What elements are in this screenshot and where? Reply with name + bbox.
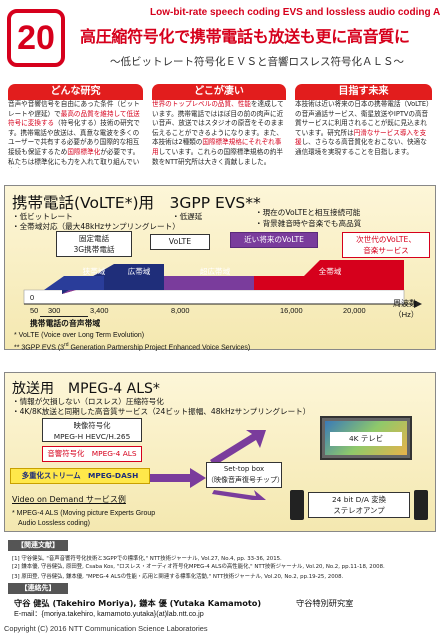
mpeg-bullet: ・4K/8K放送と同期した高音質サービス（24ビット振幅、48kHzサンプリング… xyxy=(12,407,311,416)
evs-bullet: ・低遅延 xyxy=(172,212,203,221)
arrow-down-right-icon xyxy=(212,490,266,500)
voice-range-label: 携帯電話の音声帯域 xyxy=(30,319,101,328)
fixed-phone-box: 固定電話 3G携帯電話 xyxy=(56,231,132,257)
speaker-right-icon xyxy=(414,490,428,520)
mpeg-footnote: * MPEG-4 ALS (Moving picture Experts Gro… xyxy=(12,510,156,517)
superwide-band-label: 超広帯域 xyxy=(199,267,231,276)
evs-bullet: ・背景雑音時や音楽でも高品質 xyxy=(255,219,362,228)
number-badge: 20 xyxy=(7,9,65,67)
mpeg-bullet: ・情報が欠損しない（ロスレス）圧縮符号化 xyxy=(12,397,164,406)
evs-bullet: ・現在のVoLTEと相互接続可能 xyxy=(255,208,361,217)
tick-label: 20,000 xyxy=(343,306,366,315)
tick-label: 3,400 xyxy=(90,306,109,315)
tab-strength: どこが凄い xyxy=(152,84,286,100)
axis-label: 周波数 xyxy=(393,299,417,308)
frequency-band-diagram xyxy=(23,260,422,308)
subtitle: ～低ビットレート符号化ＥＶＳと音響ロスレス符号化ＡＬＳ～ xyxy=(110,56,404,68)
tab-what-research: どんな研究 xyxy=(8,84,143,100)
copyright: Copyright (C) 2016 NTT Communication Sci… xyxy=(4,624,208,633)
voice-range-bracket xyxy=(40,316,88,317)
evs-footnote: * VoLTE (Voice over Long Term Evolution) xyxy=(14,332,145,339)
evs-title: 携帯電話(VoLTE*)用 3GPP EVS** xyxy=(12,194,261,212)
audio-coding-box: 音響符号化 MPEG-4 ALS xyxy=(42,446,142,462)
next-gen-volte-box: 次世代のVoLTE、 音楽サービス xyxy=(342,232,430,258)
full-band-label: 全帯域 xyxy=(318,267,342,276)
wide-band-label: 広帯域 xyxy=(127,267,151,276)
arrow-up-right-icon xyxy=(210,430,266,466)
mux-stream-box: 多重化ストリーム MPEG-DASH xyxy=(10,468,150,484)
tick-label: 0 xyxy=(30,293,35,302)
narrow-band-label: 狭帯域 xyxy=(82,267,106,276)
contact-department: 守谷特別研究室 xyxy=(296,598,354,608)
near-future-volte-box: 近い将来のVoLTE xyxy=(230,232,318,248)
reference-item: [2] 鎌本優, 守谷健弘, 原田登, Csaba Kos, "ロスレス・オーデ… xyxy=(12,564,385,570)
column-strength-body: 世界のトップレベルの品質、性能を達成しています。携帯電話ではほぼ目の前の肉声に近… xyxy=(152,100,284,166)
contact-names: 守谷 健弘 (Takehiro Moriya), 鎌本 優 (Yutaka Ka… xyxy=(14,598,262,608)
volte-box: VoLTE xyxy=(150,234,210,250)
reference-item: [3] 原田登, 守谷健弘, 鎌本優, "MPEG-4 ALSの性能・応用と関連… xyxy=(12,574,344,580)
column-future-body: 本技術は近い将来の日本の携帯電話（VoLTE）の音声通話サービス、衛星放送やIP… xyxy=(295,100,430,156)
contact-email: E-mail：{moriya.takehiro, kamamoto.yutaka… xyxy=(14,609,204,618)
axis-arrow xyxy=(414,300,422,308)
contact-heading: 【連絡先】 xyxy=(8,583,68,594)
evs-bullet: ・低ビットレート xyxy=(12,212,73,221)
column-what-research-body: 音声や音響信号を自由にあった条件（ビットレートや遅延）で最高の品質を維持して低送… xyxy=(8,100,140,168)
title-japanese: 高圧縮符号化で携帯電話も放送も更に高音質に xyxy=(80,27,410,46)
tab-future: 目指す未来 xyxy=(295,84,432,100)
title-english: Low-bit-rate speech coding EVS and lossl… xyxy=(150,7,440,18)
set-top-box: Set-top box （映像音声復号チップ） xyxy=(206,462,284,488)
axis-unit: （Hz） xyxy=(394,310,419,319)
reference-item: [1] 守谷健弘, "音声音響符号化技術と3GPPでの標準化," NTT技術ジャ… xyxy=(12,556,282,562)
tv-label: 4K テレビ xyxy=(330,432,402,446)
vod-label: Video on Demand サービス例 xyxy=(12,495,126,504)
band-axis-base xyxy=(23,289,405,305)
narrow-band-area xyxy=(44,276,104,290)
references-heading: 【関連文献】 xyxy=(8,540,68,551)
mpeg-title: 放送用 MPEG-4 ALS* xyxy=(12,381,160,397)
tick-label: 16,000 xyxy=(280,306,303,315)
mpeg-footnote: Audio Lossless coding) xyxy=(18,520,90,527)
evs-footnote: ** 3GPP EVS (3rd Generation Partnership … xyxy=(14,342,251,352)
tick-label: 300 xyxy=(48,306,61,315)
amp-box: 24 bit D/A 変換 ステレオアンプ xyxy=(308,492,410,518)
tick-label: 50 xyxy=(30,306,39,315)
flow-arrows xyxy=(150,430,266,500)
arrow-right-icon xyxy=(150,468,206,488)
speaker-left-icon xyxy=(290,490,304,520)
evs-bullet: ・全帯域対応（最大48kHzサンプリングレート） xyxy=(12,222,180,231)
video-coding-box: 映像符号化 MPEG-H HEVC/H.265 xyxy=(42,418,142,442)
tick-label: 8,000 xyxy=(171,306,190,315)
